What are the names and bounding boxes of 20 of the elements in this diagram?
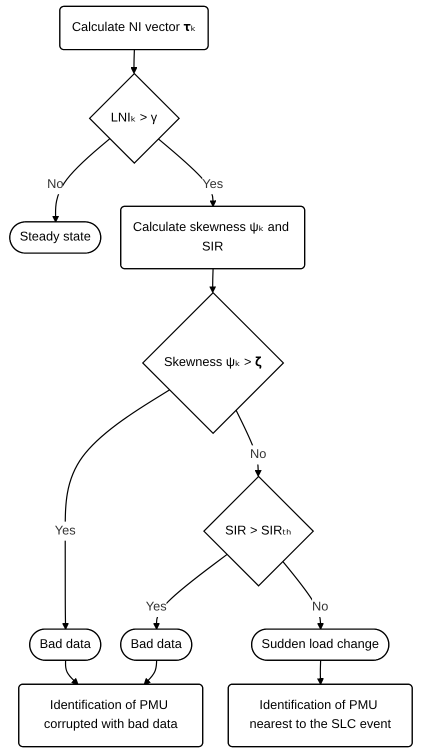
arrow	[209, 269, 216, 293]
arrow	[282, 560, 324, 630]
edge-label: Yes	[202, 178, 224, 192]
edge-label: No	[250, 448, 266, 462]
arrow	[52, 138, 110, 223]
arrow	[152, 554, 228, 630]
node-diamond: LNIₖ > γ	[88, 72, 180, 164]
arrow	[62, 389, 170, 630]
arrow	[144, 660, 158, 685]
arrow	[316, 660, 324, 685]
arrow	[64, 660, 79, 685]
arrow	[130, 50, 138, 74]
arrow	[235, 410, 262, 477]
node-diamond: SIR > SIRₜₕ	[203, 476, 314, 587]
edge-label: Yes	[54, 524, 76, 538]
arrow	[158, 138, 216, 208]
edge-label: No	[312, 600, 328, 614]
edge-label: No	[47, 178, 64, 192]
edge-label: Yes	[146, 600, 167, 614]
node-diamond: Skewness ψₖ > 𝛇	[142, 292, 284, 434]
